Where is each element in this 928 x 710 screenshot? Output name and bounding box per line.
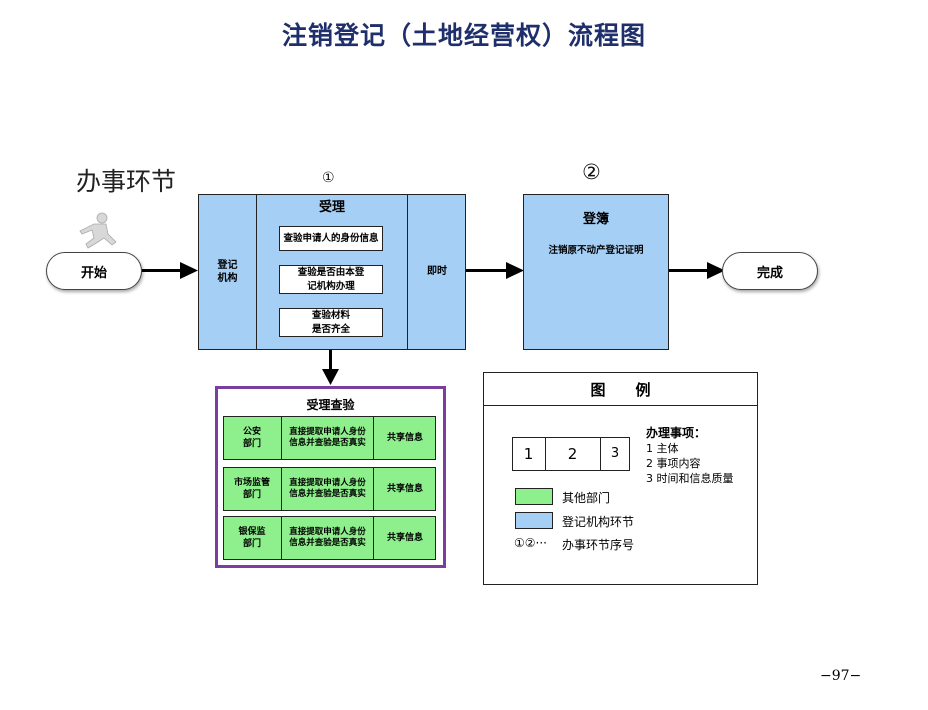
- check-row-result: 共享信息: [386, 532, 423, 543]
- legend-green-label: 其他部门: [562, 491, 611, 505]
- arrow-step1-to-check: [329, 350, 332, 372]
- check-row-result: 共享信息: [386, 483, 423, 494]
- step1-divider-left: [256, 194, 257, 350]
- check-row-content: 直接提取申请人身份 信息并查验是否真实: [282, 416, 374, 460]
- check-row-dept: 银保监 部门: [223, 516, 282, 560]
- step2-title: 登簿: [582, 212, 609, 227]
- page-number: −97−: [820, 668, 862, 684]
- runner-icon: [79, 212, 117, 249]
- arrow-step1-to-step2: [466, 269, 510, 272]
- legend-cell-3: 3: [610, 446, 620, 462]
- legend-seq-symbol: ①②···: [514, 536, 547, 550]
- end-node: 完成: [722, 252, 818, 290]
- arrowhead-icon: [506, 262, 524, 279]
- step2-box: [523, 194, 669, 350]
- arrow-step2-to-end: [669, 269, 711, 272]
- step1-divider-right: [407, 194, 408, 350]
- check-row-content: 直接提取申请人身份 信息并查验是否真实: [282, 467, 374, 511]
- step1-title: 受理: [318, 200, 345, 215]
- check-row: [223, 467, 436, 511]
- arrowhead-icon: [707, 262, 725, 279]
- check-row-result: 共享信息: [386, 432, 423, 443]
- legend-seq-label: 办事环节序号: [562, 538, 635, 552]
- arrowhead-down-icon: [322, 369, 339, 385]
- check-row-dept: 市场监管 部门: [223, 467, 282, 511]
- check-row: [223, 516, 436, 560]
- legend-item: 1 主体: [646, 442, 679, 455]
- legend-cell-2: 2: [567, 444, 578, 463]
- end-label: 完成: [756, 265, 783, 281]
- legend-sample-divider: [545, 437, 546, 471]
- step1-item-2: 查验是否由本登 记机构办理: [279, 265, 383, 294]
- section-label: 办事环节: [76, 167, 177, 196]
- legend-green-swatch: [515, 488, 553, 505]
- check-title: 受理查验: [306, 398, 355, 412]
- legend-title: 图 例: [483, 372, 758, 406]
- legend-blue-swatch: [515, 512, 553, 529]
- step2-number: ②: [582, 160, 601, 184]
- legend-panel: [483, 372, 758, 585]
- arrow-start-to-step1: [142, 269, 184, 272]
- step1-right-label: 即时: [427, 266, 447, 278]
- legend-blue-label: 登记机构环节: [562, 515, 635, 529]
- step1-number: ①: [322, 170, 335, 186]
- check-row-content: 直接提取申请人身份 信息并查验是否真实: [282, 516, 374, 560]
- legend-sample-box: [512, 437, 630, 471]
- check-row: [223, 416, 436, 460]
- legend-item: 3 时间和信息质量: [646, 472, 734, 485]
- step1-item-3: 查验材料 是否齐全: [279, 308, 383, 337]
- page-title: 注销登记（土地经营权）流程图: [281, 21, 646, 50]
- legend-sample-divider: [600, 437, 601, 471]
- legend-cell-1: 1: [523, 444, 534, 463]
- start-node: 开始: [46, 252, 142, 290]
- legend-item: 2 事项内容: [646, 457, 701, 470]
- step1-left-label: 登记 机构: [217, 259, 238, 285]
- check-row-dept: 公安 部门: [223, 416, 282, 460]
- step2-content: 注销原不动产登记证明: [548, 244, 644, 256]
- step1-item-1: 查验申请人的身份信息: [279, 226, 383, 251]
- arrowhead-icon: [180, 262, 198, 279]
- legend-items-title: 办理事项：: [646, 426, 707, 440]
- start-label: 开始: [80, 265, 107, 281]
